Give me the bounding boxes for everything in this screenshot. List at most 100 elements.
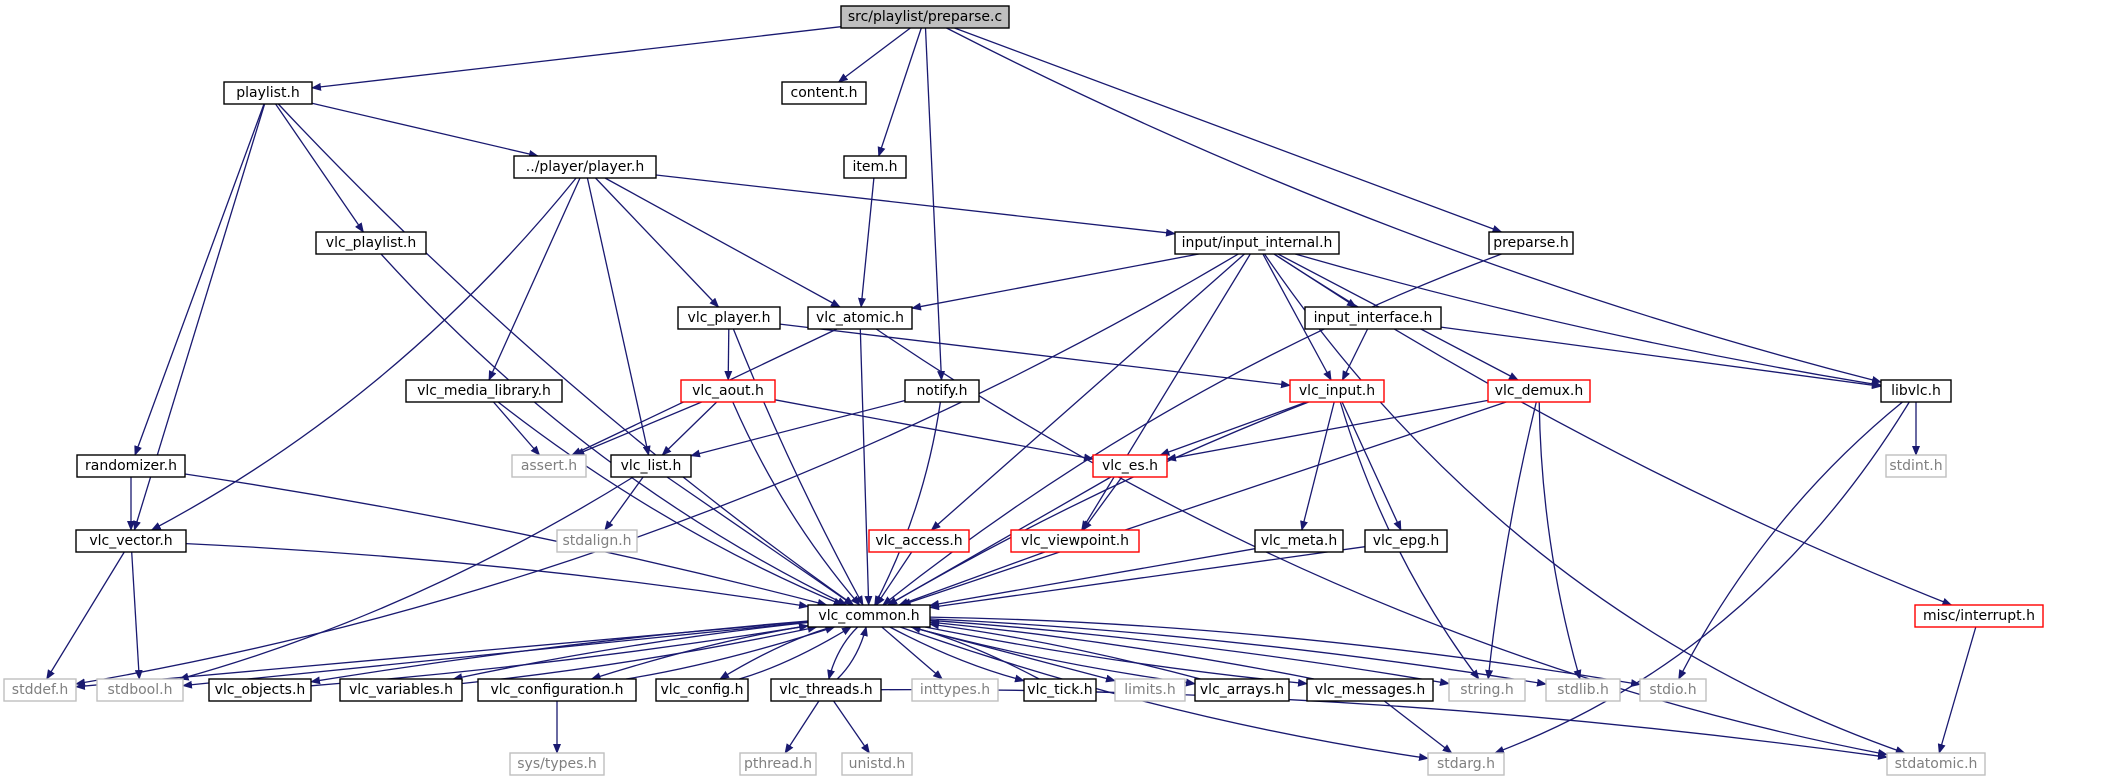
node-vlc-playlist-h[interactable]: vlc_playlist.h — [315, 231, 427, 255]
edge-vlc_meta_h-to-vlc_common_h — [929, 548, 1256, 608]
edge-randomizer_h-to-vlc_common_h — [184, 473, 828, 607]
node-item-h[interactable]: item.h — [843, 155, 907, 179]
node-vlc-configuration-h[interactable]: vlc_configuration.h — [477, 678, 637, 702]
edge-vlc_common_h-to-stdbool_h — [182, 621, 809, 689]
edge-vlc_common_h-to-inttypes_h — [881, 626, 943, 680]
node-root[interactable]: src/playlist/preparse.c — [840, 5, 1010, 29]
node-stdlib-h: stdlib.h — [1545, 678, 1621, 702]
edge-line — [1494, 401, 1910, 754]
node-box — [1174, 231, 1340, 255]
edge-vlc_threads_h-to-unistd_h — [833, 700, 870, 754]
edge-line — [1300, 401, 1335, 531]
edge-line — [690, 399, 906, 458]
edge-line — [833, 700, 870, 754]
edge-player_h-to-vlc_media_library_h — [488, 177, 581, 381]
edge-line — [1538, 401, 1582, 680]
node-box — [781, 81, 867, 105]
edge-libvlc_h-to-stdarg_h — [1494, 401, 1910, 754]
edge-line — [874, 401, 942, 606]
edge-line — [954, 27, 1503, 233]
node-vlc-common-h[interactable]: vlc_common.h — [807, 604, 931, 628]
edge-root-to-item_h — [877, 27, 922, 157]
node-vlc-config-h[interactable]: vlc_config.h — [655, 678, 749, 702]
edge-line — [75, 253, 1239, 687]
node-box — [868, 529, 970, 553]
node-input-internal-h[interactable]: input/input_internal.h — [1174, 231, 1340, 255]
node-vlc-meta-h[interactable]: vlc_meta.h — [1254, 529, 1344, 553]
node-box — [770, 678, 882, 702]
node-vlc-atomic-h[interactable]: vlc_atomic.h — [807, 306, 913, 330]
node-playlist-h[interactable]: playlist.h — [223, 81, 313, 105]
node-box — [843, 155, 907, 179]
node-label: vlc_tick.h — [1027, 682, 1092, 698]
node-box — [841, 752, 913, 776]
edge-vlc_media_library_h-to-assert_h — [493, 401, 541, 456]
node-vlc-player-h[interactable]: vlc_player.h — [677, 306, 781, 330]
edge-line — [1262, 253, 1332, 381]
node-libvlc-h[interactable]: libvlc.h — [1880, 379, 1952, 403]
edge-input_internal_h-to-vlc_atomic_h — [911, 253, 1199, 311]
node-input-interface-h[interactable]: input_interface.h — [1304, 306, 1442, 330]
edge-line — [311, 26, 842, 91]
node-box — [1880, 379, 1952, 403]
node-randomizer-h[interactable]: randomizer.h — [76, 454, 186, 478]
edge-line — [311, 102, 539, 158]
edge-root-to-playlist_h — [311, 26, 842, 91]
node-box — [1427, 752, 1505, 776]
node-vlc-objects-h[interactable]: vlc_objects.h — [208, 678, 312, 702]
edge-vlc_viewpoint_h-to-vlc_common_h — [898, 551, 1046, 606]
edge-line — [452, 621, 809, 682]
edge-line — [1383, 700, 1453, 754]
node-player-h[interactable]: ../player/player.h — [513, 155, 657, 179]
node-vlc-variables-h[interactable]: vlc_variables.h — [339, 678, 463, 702]
edge-line — [929, 616, 1641, 687]
node-vlc-epg-h[interactable]: vlc_epg.h — [1364, 529, 1448, 553]
node-vlc-list-h[interactable]: vlc_list.h — [610, 454, 692, 478]
node-vlc-threads-h[interactable]: vlc_threads.h — [770, 678, 882, 702]
node-box — [1114, 678, 1186, 702]
node-label: ../player/player.h — [526, 159, 644, 175]
edge-input_internal_h-to-libvlc_h — [1295, 253, 1882, 388]
node-vlc-vector-h[interactable]: vlc_vector.h — [75, 529, 187, 553]
edge-line — [924, 27, 946, 381]
node-vlc-demux-h[interactable]: vlc_demux.h — [1487, 379, 1591, 403]
node-vlc-viewpoint-h[interactable]: vlc_viewpoint.h — [1010, 529, 1140, 553]
node-vlc-aout-h[interactable]: vlc_aout.h — [680, 379, 776, 403]
edge-libvlc_h-to-stdio_h — [1678, 401, 1903, 680]
edge-line — [732, 401, 861, 606]
edge-line — [574, 401, 702, 456]
edge-player_h-to-vlc_atomic_h — [604, 177, 841, 308]
node-vlc-arrays-h[interactable]: vlc_arrays.h — [1194, 678, 1290, 702]
edge-line — [46, 551, 125, 680]
edge-line — [1159, 401, 1307, 456]
node-vlc-input-h[interactable]: vlc_input.h — [1289, 379, 1385, 403]
edge-line — [900, 401, 1507, 606]
node-box — [610, 454, 692, 478]
edge-line — [1295, 253, 1882, 388]
node-box — [1639, 678, 1707, 702]
node-box — [3, 678, 77, 702]
edge-playlist_h-to-vlc_playlist_h — [275, 103, 364, 233]
node-label: vlc_player.h — [688, 310, 771, 326]
node-label: src/playlist/preparse.c — [848, 9, 1002, 25]
node-misc-interrupt-h[interactable]: misc/interrupt.h — [1914, 604, 2044, 628]
node-box — [1304, 306, 1442, 330]
edge-vlc_common_h-to-string_h — [929, 619, 1450, 687]
node-box — [76, 454, 186, 478]
edge-vlc_vector_h-to-stdbool_h — [131, 551, 143, 680]
node-limits-h: limits.h — [1114, 678, 1186, 702]
node-vlc-messages-h[interactable]: vlc_messages.h — [1306, 678, 1434, 702]
node-label: vlc_meta.h — [1261, 533, 1338, 549]
edge-line — [178, 476, 634, 681]
node-vlc-access-h[interactable]: vlc_access.h — [868, 529, 970, 553]
node-label: vlc_playlist.h — [326, 235, 416, 251]
node-vlc-tick-h[interactable]: vlc_tick.h — [1023, 678, 1097, 702]
node-vlc-media-library-h[interactable]: vlc_media_library.h — [405, 379, 563, 403]
node-label: vlc_variables.h — [349, 682, 453, 698]
node-content-h[interactable]: content.h — [781, 81, 867, 105]
node-label: playlist.h — [236, 85, 300, 101]
node-vlc-es-h[interactable]: vlc_es.h — [1092, 454, 1168, 478]
node-notify-h[interactable]: notify.h — [904, 379, 980, 403]
node-preparse-h[interactable]: preparse.h — [1488, 231, 1574, 255]
edge-vlc_common_h-to-vlc_objects_h — [310, 620, 809, 685]
